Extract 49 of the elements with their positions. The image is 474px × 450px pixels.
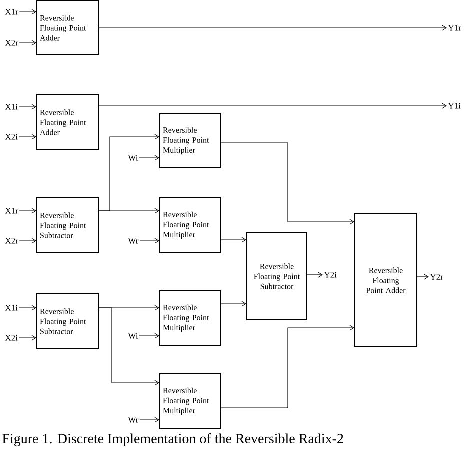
arrow	[19, 9, 36, 15]
arrow	[99, 308, 160, 386]
function-block: Reversible Floating Point Multiplier	[160, 114, 222, 168]
arrow	[221, 142, 354, 225]
signal-label: Wr	[128, 238, 139, 244]
arrow	[19, 40, 36, 46]
signal-label: X1i	[5, 104, 18, 110]
function-block: Reversible Floating Point Multiplier	[160, 290, 222, 346]
signal-label: Y2r	[430, 274, 444, 280]
arrow	[221, 325, 354, 408]
arrow	[139, 155, 160, 161]
function-block: Reversible Floating Point Subtractor	[246, 232, 308, 320]
signal-label: Wi	[128, 155, 138, 161]
arrow	[99, 208, 160, 214]
function-block: Reversible Floating Point Adder	[354, 214, 418, 348]
signal-label: X1i	[5, 305, 18, 311]
arrow	[139, 333, 160, 339]
arrow	[140, 417, 160, 423]
signal-label: Y1i	[448, 103, 461, 109]
signal-label: Y2i	[324, 272, 337, 278]
arrow	[18, 104, 36, 110]
arrow	[19, 208, 36, 214]
arrow	[417, 274, 429, 280]
signal-label: X2i	[5, 335, 18, 341]
arrow	[221, 237, 246, 243]
arrow	[221, 301, 246, 307]
signal-label: Y1r	[448, 25, 462, 31]
signal-label: X1r	[5, 9, 18, 15]
function-block: Reversible Floating Point Adder	[36, 94, 100, 150]
arrow	[99, 25, 447, 31]
signal-label: X2r	[5, 40, 18, 46]
function-block: Reversible Floating Point Multiplier	[160, 374, 222, 430]
signal-label: X1r	[5, 208, 18, 214]
signal-label: X2i	[5, 134, 18, 140]
signal-label: Wi	[128, 333, 138, 339]
arrow	[99, 103, 447, 109]
signal-label: X2r	[5, 238, 18, 244]
arrow	[140, 238, 160, 244]
arrow	[18, 305, 36, 311]
figure-caption: Figure 1. Discrete Implementation of the Reversible Radix-2	[2, 434, 344, 446]
arrow	[19, 238, 36, 244]
function-block: Reversible Floating Point Multiplier	[160, 198, 222, 254]
function-block: Reversible Floating Point Subtractor	[36, 294, 100, 350]
signal-label: Wr	[128, 417, 139, 423]
function-block: Reversible Floating Point Adder	[36, 0, 100, 56]
function-block: Reversible Floating Point Subtractor	[36, 198, 100, 254]
arrow	[307, 272, 323, 278]
arrow	[18, 134, 36, 140]
arrow	[18, 335, 36, 341]
